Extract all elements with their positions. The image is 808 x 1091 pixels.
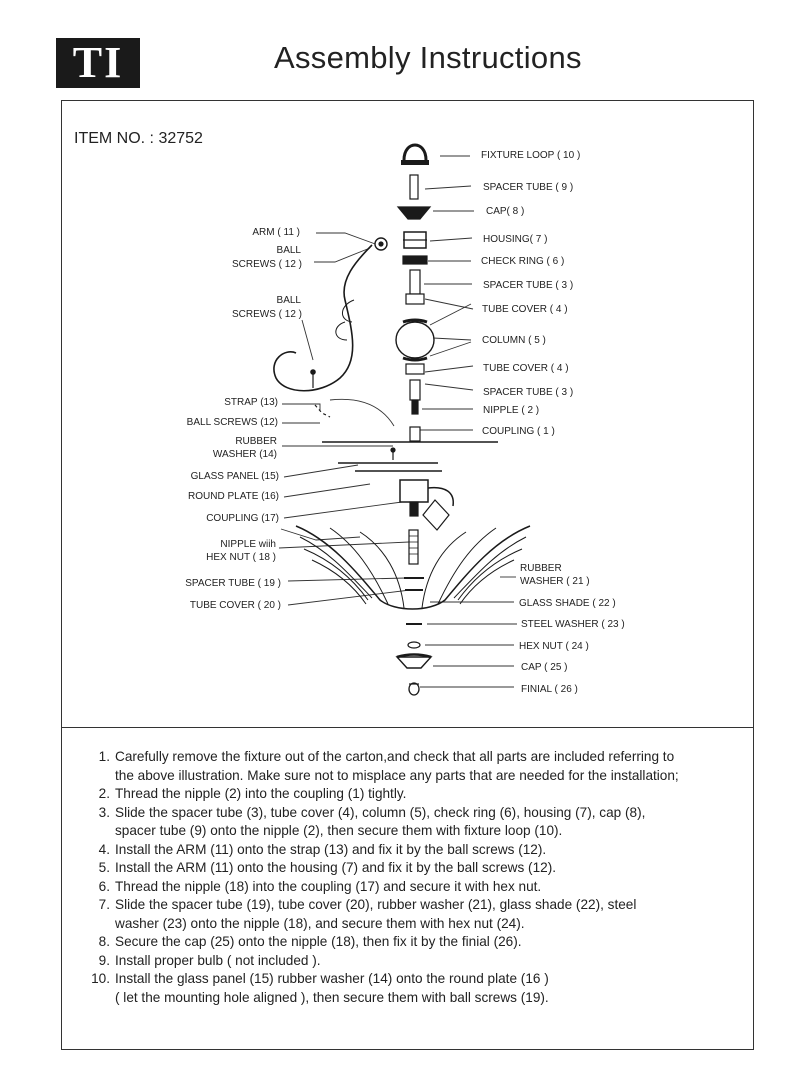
- page-title: Assembly Instructions: [274, 40, 582, 75]
- part-label: CHECK RING ( 6 ): [481, 256, 564, 267]
- brand-logo: TI: [56, 38, 140, 88]
- instruction-step: 3.Slide the spacer tube (3), tube cover …: [98, 804, 646, 839]
- part-label: TUBE COVER ( 4 ): [483, 363, 569, 374]
- diagram-frame: [61, 100, 754, 1050]
- part-label: CAP ( 25 ): [521, 662, 568, 673]
- part-label: HEX NUT ( 18 ): [206, 552, 276, 563]
- part-label: NIPPLE wiih: [220, 539, 276, 550]
- leader-lines: [278, 155, 517, 688]
- part-label: HOUSING( 7 ): [483, 234, 547, 245]
- instruction-list: 1.Carefully remove the fixture out of th…: [88, 748, 748, 1007]
- part-label: SCREWS ( 12 ): [232, 309, 302, 320]
- instruction-step: 5.Install the ARM (11) onto the housing …: [98, 860, 556, 875]
- part-label: BALL: [277, 245, 302, 256]
- part-label: RUBBER: [520, 563, 562, 574]
- part-label: BALL: [277, 295, 302, 306]
- part-label: FINIAL ( 26 ): [521, 684, 578, 695]
- instruction-step: 6.Thread the nipple (18) into the coupli…: [98, 878, 542, 894]
- instruction-step: 7.Slide the spacer tube (19), tube cover…: [98, 897, 637, 931]
- part-label: ROUND PLATE (16): [188, 491, 279, 502]
- instruction-step: 10.Install the glass panel (15) rubber w…: [91, 971, 549, 1005]
- part-label: FIXTURE LOOP ( 10 ): [481, 150, 580, 161]
- assembly-diagram: FIXTURE LOOP ( 10 ) SPACER TUBE ( 9 ) CA…: [185, 143, 625, 696]
- instruction-step: 4.Install the ARM (11) onto the strap (1…: [98, 841, 547, 857]
- part-label: SPACER TUBE ( 19 ): [185, 578, 281, 589]
- instruction-step: 9.Install proper bulb ( not included ).: [98, 952, 321, 968]
- part-label: COUPLING ( 1 ): [482, 426, 555, 437]
- part-label: HEX NUT ( 24 ): [519, 641, 589, 652]
- part-label: WASHER (14): [213, 449, 277, 460]
- part-label: COLUMN ( 5 ): [482, 335, 546, 346]
- part-label: WASHER ( 21 ): [520, 576, 590, 587]
- part-label: COUPLING (17): [206, 513, 279, 524]
- part-label: SPACER TUBE ( 3 ): [483, 280, 573, 291]
- item-number: ITEM NO. : 32752: [74, 130, 203, 147]
- part-label: SPACER TUBE ( 9 ): [483, 182, 573, 193]
- part-label: STEEL WASHER ( 23 ): [521, 619, 625, 630]
- part-label: TUBE COVER ( 20 ): [190, 600, 281, 611]
- fixture-drawing: [273, 143, 531, 696]
- section-divider: [61, 727, 754, 728]
- part-label: GLASS SHADE ( 22 ): [519, 598, 616, 609]
- part-label: SCREWS ( 12 ): [232, 259, 302, 270]
- part-label: NIPPLE ( 2 ): [483, 405, 539, 416]
- instruction-step: 8.Secure the cap (25) onto the nipple (1…: [98, 934, 522, 949]
- instruction-step: 2.Thread the nipple (2) into the couplin…: [98, 786, 407, 801]
- part-labels: FIXTURE LOOP ( 10 ) SPACER TUBE ( 9 ) CA…: [185, 150, 625, 695]
- part-label: STRAP (13): [224, 397, 278, 408]
- part-label: BALL SCREWS (12): [187, 417, 278, 428]
- part-label: ARM ( 11 ): [252, 227, 300, 238]
- part-label: TUBE COVER ( 4 ): [482, 304, 568, 315]
- part-label: CAP( 8 ): [486, 206, 524, 217]
- part-label: GLASS PANEL (15): [191, 471, 279, 482]
- instruction-step: 1.Carefully remove the fixture out of th…: [98, 749, 679, 783]
- part-label: RUBBER: [235, 436, 277, 447]
- part-label: SPACER TUBE ( 3 ): [483, 387, 573, 398]
